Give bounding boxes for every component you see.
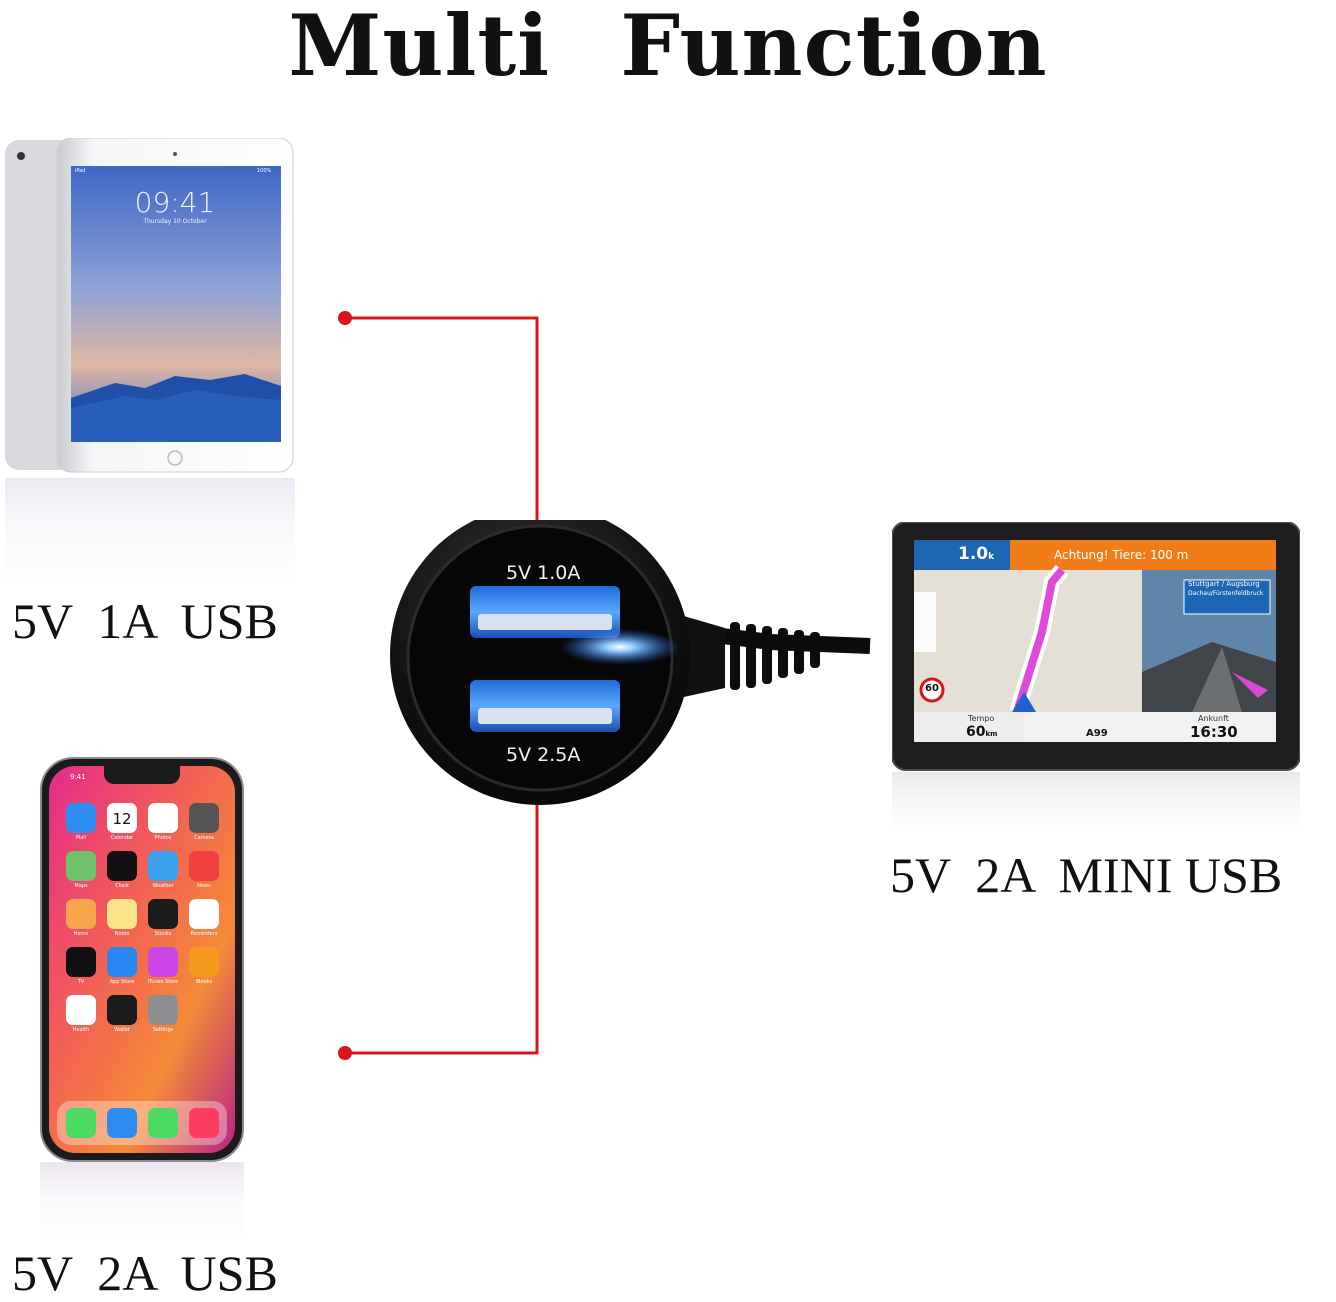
gps-distance-value: 1.0	[958, 544, 989, 564]
gps-road: A99	[1086, 728, 1108, 739]
page-title: Multi Function	[288, 0, 1048, 95]
ipad-battery: 100%	[257, 168, 272, 174]
app-label: Wallet	[114, 1027, 130, 1033]
app-label: Weather	[152, 883, 174, 889]
gps-tempo: 60km	[966, 724, 997, 740]
gps-tempo-label: Tempo	[968, 714, 995, 723]
iphone-label: 5V 2A USB	[12, 1245, 278, 1301]
gps-distance: 1.0k	[958, 544, 994, 564]
gps-device: 1.0k Achtung! Tiere: 100 m Stuttgart / A…	[891, 521, 1301, 772]
iphone-illustration	[40, 757, 244, 1162]
gps-arrival-label: Ankunft	[1198, 714, 1229, 723]
app-label: Camera	[194, 835, 214, 841]
app-label: Settings	[152, 1027, 174, 1033]
gps-label: 5V 2A MINI USB	[890, 847, 1283, 903]
app-label: Reminders	[190, 931, 218, 937]
ipad-device: 09:41 Thursday 10 October iPad 100%	[5, 137, 295, 478]
app-label: Calendar	[110, 835, 134, 841]
gps-illustration	[891, 521, 1301, 771]
gps-tempo-unit: km	[985, 730, 998, 738]
gps-arrival-time: 16:30	[1190, 723, 1238, 741]
ipad-illustration	[5, 137, 294, 473]
ipad-label: 5V 1A USB	[12, 593, 278, 649]
app-label: TV	[77, 979, 85, 985]
connector-dot-bottom	[338, 1046, 352, 1060]
ipad-carrier: iPad	[75, 168, 86, 174]
gps-sign-line2: Dachau/Fürstenfeldbruck	[1188, 590, 1264, 597]
app-label: Photos	[154, 835, 172, 841]
gps-speed-limit: 60	[925, 683, 939, 694]
iphone-time: 9:41	[70, 773, 86, 781]
gps-sign-line1: Stuttgart / Augsburg	[1188, 580, 1260, 588]
gps-tempo-value: 60	[966, 724, 986, 740]
app-label: Clock	[115, 883, 129, 889]
ipad-reflection	[5, 478, 295, 588]
gps-distance-unit: k	[988, 552, 995, 562]
app-grid	[66, 803, 219, 1025]
ipad-time: 09:41	[134, 186, 216, 219]
port-label-top: 5V 1.0A	[506, 562, 581, 584]
connector-line-top	[345, 316, 539, 522]
app-label: Mail	[75, 835, 87, 841]
app-label: Notes	[114, 931, 130, 937]
app-label: iBooks	[195, 979, 213, 985]
app-label: Health	[72, 1027, 90, 1033]
gps-reflection	[892, 772, 1300, 832]
connector-line-bottom	[345, 805, 539, 1055]
iphone-reflection	[40, 1162, 244, 1242]
car-charger: 5V 1.0A 5V 2.5A	[380, 505, 880, 810]
port-label-bottom: 5V 2.5A	[506, 744, 581, 766]
app-label: iTunes Store	[147, 979, 179, 985]
app-label: Stocks	[154, 931, 172, 937]
iphone-calendar-day: 12	[112, 810, 132, 828]
app-label: News	[197, 883, 211, 889]
app-label: App Store	[109, 979, 135, 985]
app-label: Home	[73, 931, 89, 937]
app-label: Maps	[74, 883, 88, 889]
gps-warning: Achtung! Tiere: 100 m	[1054, 548, 1189, 562]
ipad-date: Thursday 10 October	[143, 218, 207, 225]
charger-illustration	[390, 505, 871, 805]
connector-dot-top	[338, 311, 352, 325]
